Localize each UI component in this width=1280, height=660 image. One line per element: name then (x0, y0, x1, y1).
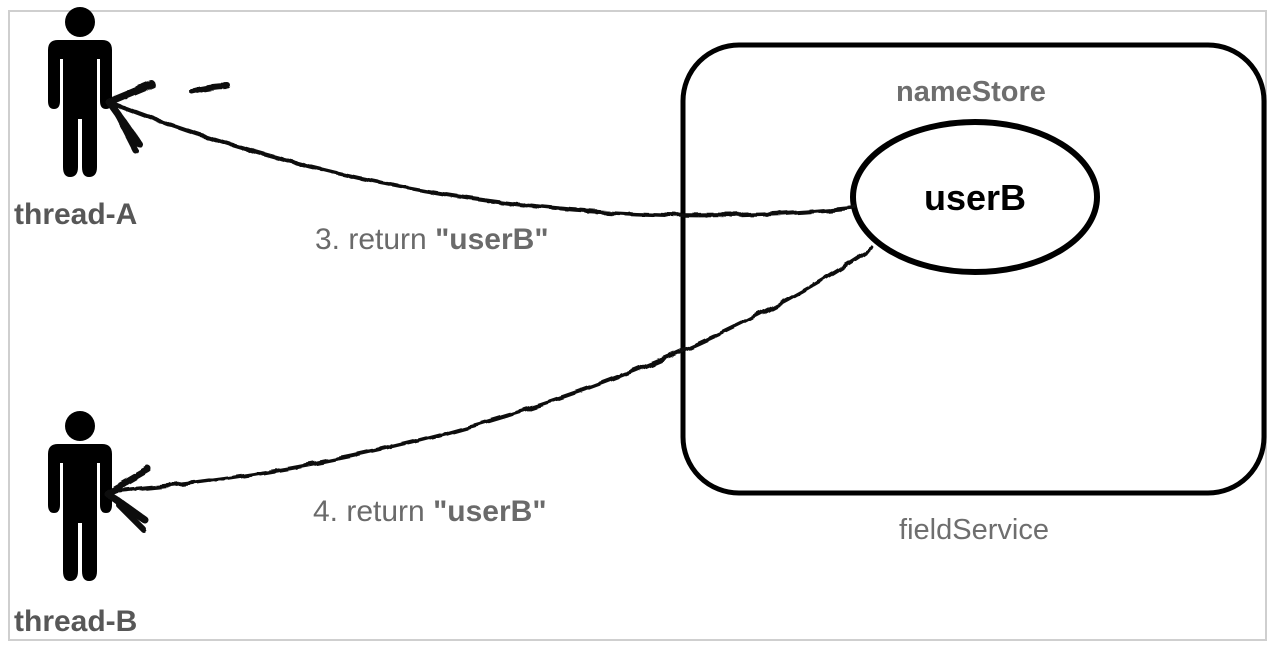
person-icon-thread-a (48, 7, 112, 177)
message-3-prefix: 3. return (315, 223, 436, 256)
message-3-value: "userB" (435, 223, 549, 256)
arrowhead-thread-b (103, 465, 152, 525)
field-service-label: fieldService (899, 514, 1049, 546)
message-4-value: "userB" (433, 495, 547, 528)
return-arrow-thread-a (105, 80, 857, 218)
diagram-frame (8, 10, 1267, 641)
user-b-node-label: userB (923, 177, 1027, 218)
name-store-label: nameStore (896, 76, 1046, 108)
actor-label-thread-a: thread-A (14, 198, 138, 231)
field-service-box (680, 42, 1267, 496)
actor-label-thread-b: thread-B (14, 605, 138, 638)
message-4-prefix: 4. return (313, 495, 434, 528)
user-b-node (850, 119, 1100, 275)
arrowhead-thread-a (105, 80, 156, 149)
person-icon-thread-b (48, 411, 112, 581)
return-arrow-thread-b (103, 246, 874, 532)
message-label-3: 3. return "userB" (315, 224, 549, 256)
message-label-4: 4. return "userB" (313, 496, 547, 528)
